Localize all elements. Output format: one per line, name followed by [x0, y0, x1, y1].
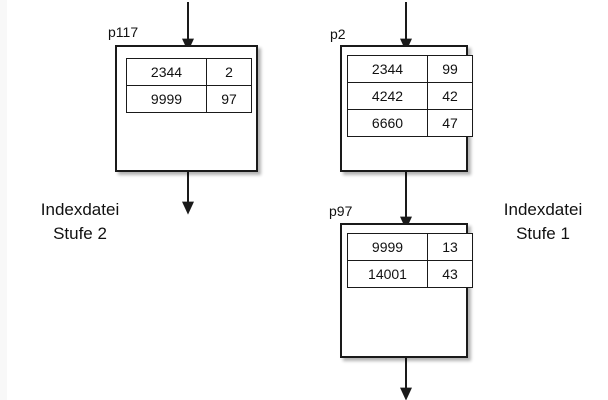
- entry-key: 4242: [347, 82, 428, 110]
- entry-key: 6660: [347, 109, 428, 137]
- entry-key: 14001: [347, 260, 428, 288]
- caption-level-1: Indexdatei Stufe 1: [487, 198, 599, 246]
- entry-key: 2344: [126, 58, 207, 86]
- table-row: 9999 13: [347, 233, 473, 261]
- caption-level-1-line1: Indexdatei: [503, 200, 583, 219]
- entry-key: 9999: [126, 85, 207, 113]
- table-row: 2344 99: [347, 55, 473, 83]
- caption-level-2-line1: Indexdatei: [40, 200, 120, 219]
- entry-pointer: 13: [427, 233, 473, 261]
- table-row: 14001 43: [347, 260, 473, 288]
- table-row: 4242 42: [347, 82, 473, 110]
- page-label-p97: p97: [329, 203, 353, 219]
- entry-pointer: 42: [427, 82, 473, 110]
- entry-pointer: 47: [427, 109, 473, 137]
- caption-level-1-line2: Stufe 1: [516, 224, 570, 243]
- canvas-left-edge: [0, 0, 7, 400]
- entry-pointer: 97: [206, 85, 252, 113]
- caption-level-2: Indexdatei Stufe 2: [20, 198, 140, 246]
- entry-key: 9999: [347, 233, 428, 261]
- table-row: 6660 47: [347, 109, 473, 137]
- entry-table-p97: 9999 13 14001 43: [347, 233, 473, 288]
- page-label-p2: p2: [330, 26, 346, 42]
- entry-table-p117: 2344 2 9999 97: [126, 58, 252, 113]
- entry-key: 2344: [347, 55, 428, 83]
- caption-level-2-line2: Stufe 2: [53, 224, 107, 243]
- entry-pointer: 2: [206, 58, 252, 86]
- entry-pointer: 43: [427, 260, 473, 288]
- table-row: 2344 2: [126, 58, 252, 86]
- entry-table-p2: 2344 99 4242 42 6660 47: [347, 55, 473, 137]
- entry-pointer: 99: [427, 55, 473, 83]
- table-row: 9999 97: [126, 85, 252, 113]
- page-label-p117: p117: [108, 24, 139, 40]
